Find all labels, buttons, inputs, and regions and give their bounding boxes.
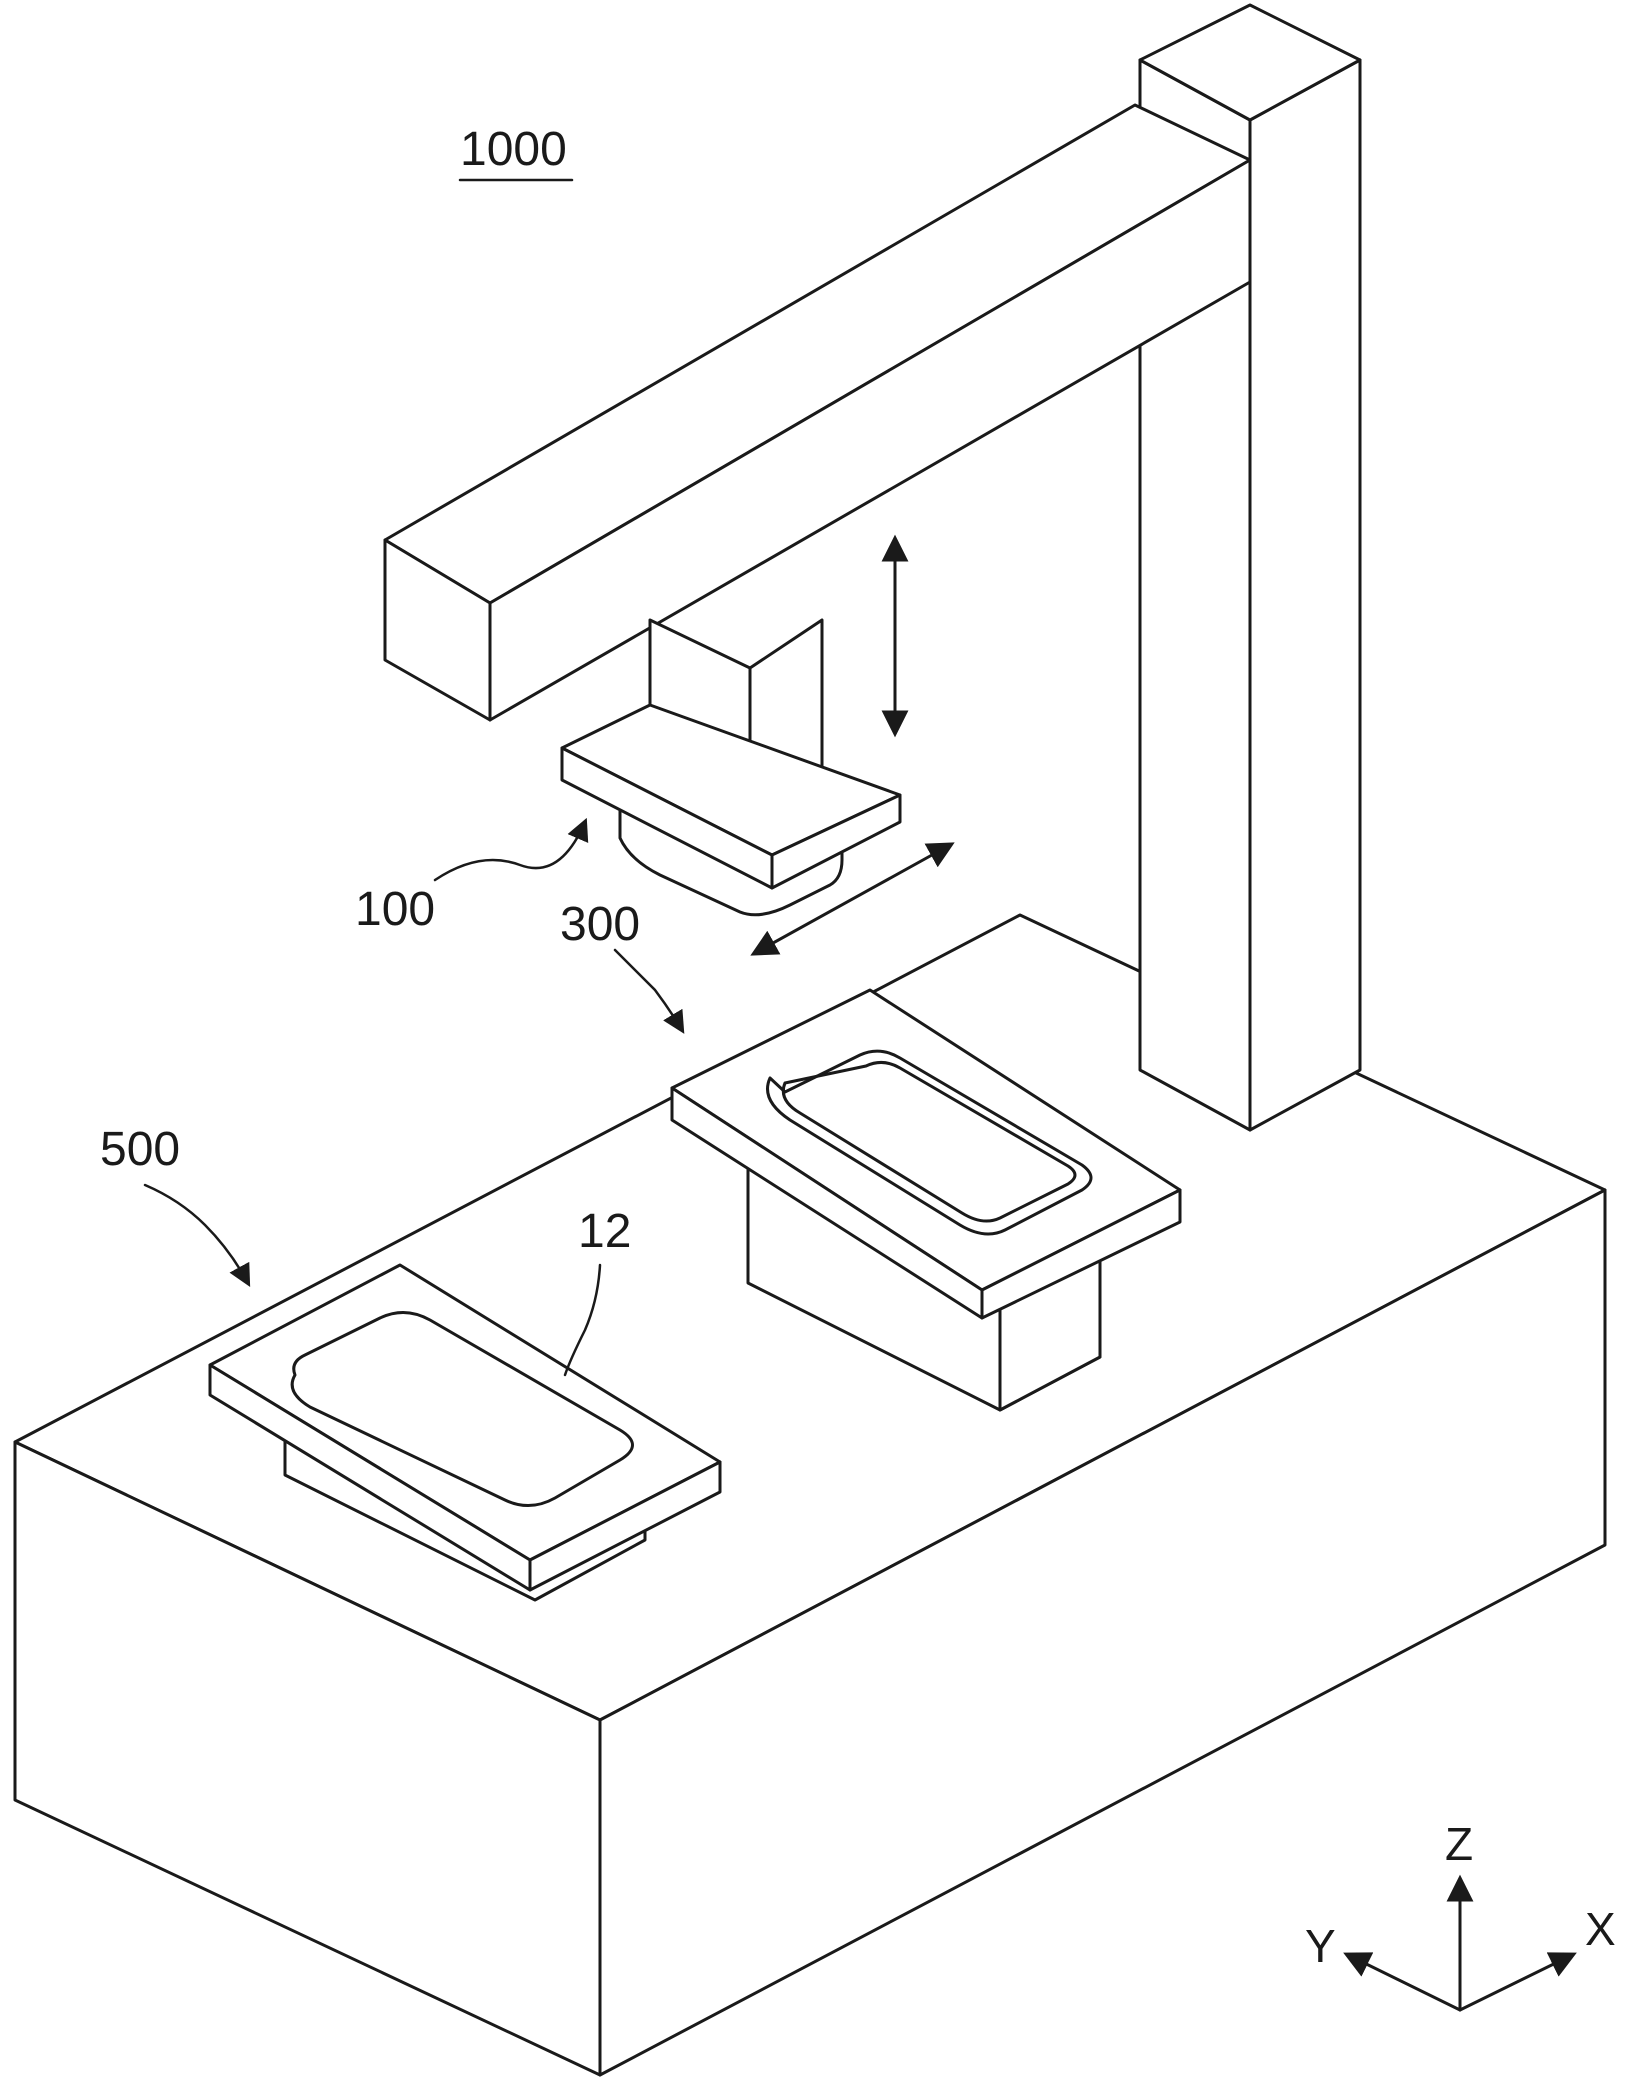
z-axis-label: Z xyxy=(1445,1818,1473,1870)
y-axis-label: Y xyxy=(1305,1920,1336,1972)
stage-500 xyxy=(208,1263,722,1602)
y-axis-arrow xyxy=(1343,1952,1462,2012)
label-300: 300 xyxy=(560,898,640,951)
leader-500 xyxy=(143,1183,251,1287)
horizontal-motion-arrow xyxy=(750,842,955,956)
panel-12-outline xyxy=(290,1311,634,1507)
leader-12 xyxy=(563,1263,602,1377)
stage-300 xyxy=(670,988,1182,1412)
x-axis-label: X xyxy=(1585,1903,1616,1955)
x-axis-arrow xyxy=(1458,1952,1577,2012)
axis-triad: Z Y X xyxy=(1305,1818,1616,2012)
leader-100 xyxy=(433,817,589,882)
label-500: 500 xyxy=(100,1123,180,1176)
label-12: 12 xyxy=(578,1205,631,1258)
bonding-head xyxy=(560,618,902,917)
leader-300 xyxy=(613,948,685,1034)
figure-reference-label: 1000 xyxy=(460,123,567,176)
gantry-arm xyxy=(383,103,1252,722)
label-100: 100 xyxy=(355,883,435,936)
